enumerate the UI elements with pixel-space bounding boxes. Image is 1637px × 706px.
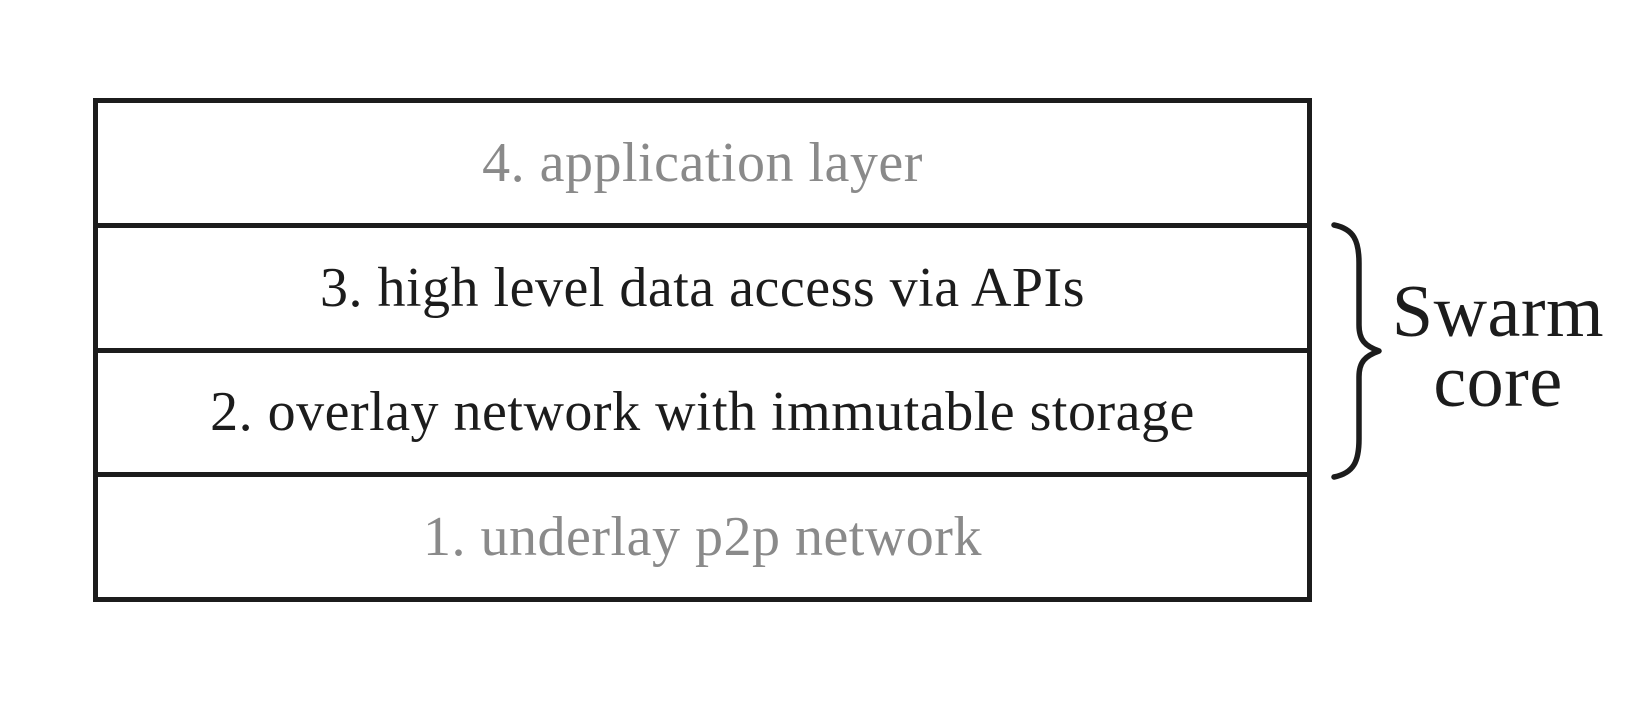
brace-label: Swarm core [1382,271,1614,424]
brace-label-line-1: Swarm [1391,271,1605,353]
layer-row-application: 4. application layer [482,131,923,194]
brace-label-line-2: core [1433,341,1563,424]
layer-row-underlay-p2p: 1. underlay p2p network [98,472,1307,597]
layer-row-overlay-network: 2. overlay network with immutable storag… [98,347,1307,473]
layer-row-data-access: 3. high level data access via APIs [98,222,1307,348]
layer-stack: 4. application layer 3. high level data … [93,98,1312,602]
curly-brace [1331,222,1382,480]
